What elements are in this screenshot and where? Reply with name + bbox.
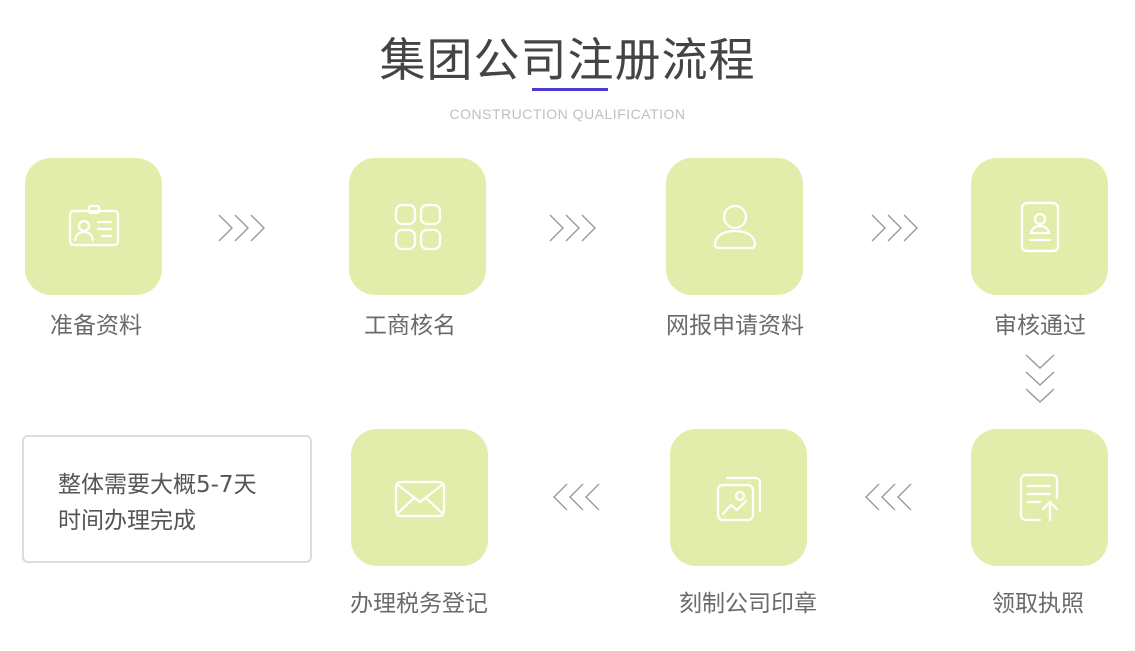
step-tile-prepare-documents: [25, 158, 162, 295]
profile-document-icon: [1020, 201, 1059, 252]
duration-note-line: 整体需要大概5-7天: [58, 472, 257, 498]
step-tile-name-check: [349, 158, 486, 295]
document-upload-icon: [1019, 473, 1058, 521]
page-title: 集团公司注册流程: [379, 33, 756, 87]
step-tile-approved: [971, 158, 1108, 295]
chevrons-left-icon: [865, 483, 912, 511]
step-tile-collect-license: [971, 429, 1108, 566]
step-label: 工商核名: [364, 313, 456, 339]
step-label: 领取执照: [992, 591, 1084, 617]
chevrons-right-icon: [549, 214, 596, 242]
title-underline: [532, 88, 608, 91]
duration-note-text: 整体需要大概5-7天 时间办理完成: [58, 467, 308, 539]
step-label: 办理税务登记: [350, 591, 488, 617]
step-label: 刻制公司印章: [679, 591, 817, 617]
step-label: 网报申请资料: [666, 313, 804, 339]
step-label: 准备资料: [50, 313, 142, 339]
chevrons-right-icon: [218, 214, 265, 242]
chevrons-down-icon: [1025, 354, 1055, 403]
step-label: 审核通过: [994, 313, 1086, 339]
step-tile-tax-registration: [351, 429, 488, 566]
duration-note: 整体需要大概5-7天 时间办理完成: [22, 435, 312, 563]
page-subtitle: CONSTRUCTION QUALIFICATION: [449, 106, 686, 122]
image-stack-icon: [716, 476, 761, 521]
step-tile-make-seal: [670, 429, 807, 566]
id-card-icon: [68, 204, 119, 246]
grid-icon: [394, 203, 441, 250]
duration-note-line: 时间办理完成: [58, 508, 196, 534]
envelope-icon: [394, 480, 445, 517]
chevrons-left-icon: [553, 483, 600, 511]
user-icon: [713, 204, 756, 249]
step-tile-online-application: [666, 158, 803, 295]
chevrons-right-icon: [871, 214, 918, 242]
